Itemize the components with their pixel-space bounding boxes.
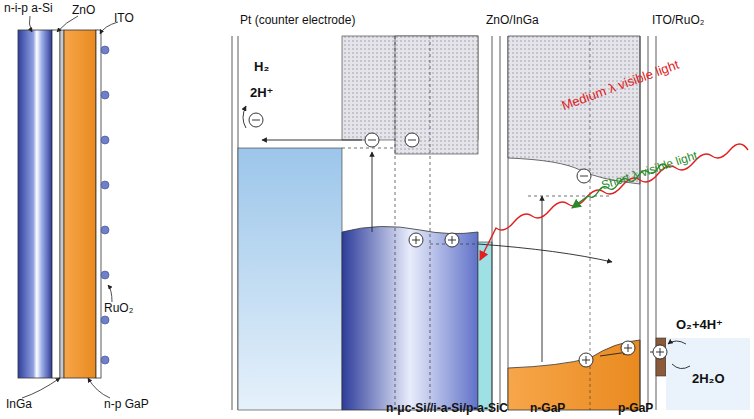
label: 2H⁺ bbox=[250, 86, 273, 100]
label: H₂ bbox=[254, 60, 269, 74]
label: O₂+4H⁺ bbox=[676, 318, 723, 332]
label: n-p GaP bbox=[104, 398, 149, 411]
label: 2H₂O bbox=[692, 372, 725, 386]
label: Pt (counter electrode) bbox=[240, 14, 355, 27]
label: n-μc-Si//i-a-Si/p-a-SiC bbox=[386, 402, 508, 415]
label: ZnO bbox=[72, 4, 95, 17]
energy-band-diagram bbox=[232, 36, 750, 410]
label: RuO₂ bbox=[104, 302, 133, 315]
label: ITO/RuO₂ bbox=[652, 14, 704, 27]
label: n-GaP bbox=[530, 402, 565, 415]
label: p-GaP bbox=[618, 402, 653, 415]
label: InGa bbox=[6, 398, 32, 411]
device-stack bbox=[18, 16, 118, 398]
label: ZnO/InGa bbox=[486, 14, 539, 27]
label: n-i-p a-Si bbox=[4, 2, 53, 15]
label: ITO bbox=[114, 12, 134, 25]
